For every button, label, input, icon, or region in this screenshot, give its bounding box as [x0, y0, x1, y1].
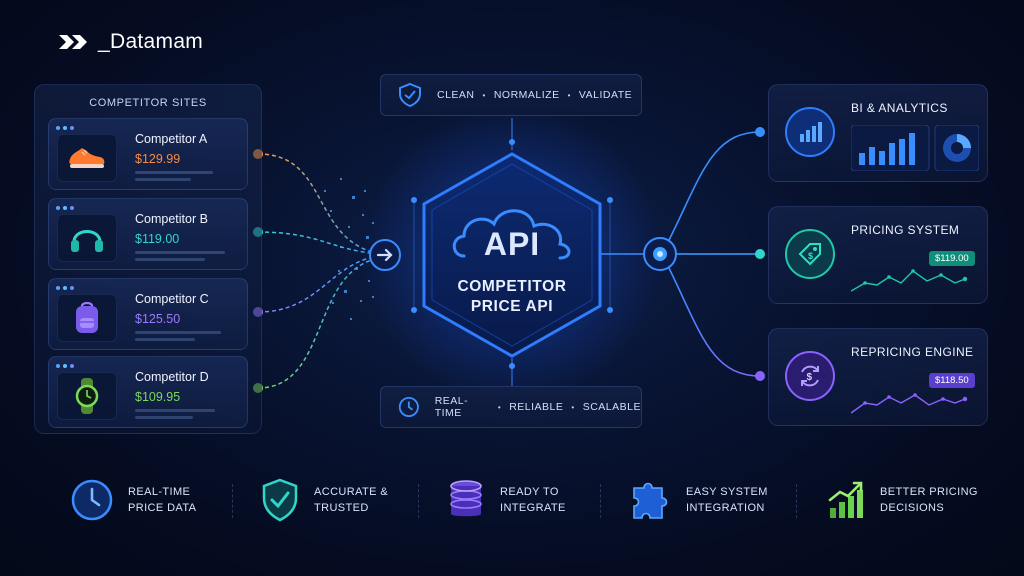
step-normalize: NORMALIZE	[493, 89, 560, 101]
repricing-icon: $	[785, 351, 835, 401]
svg-text:$: $	[808, 251, 813, 261]
feature-line2: DECISIONS	[880, 502, 945, 514]
clock-icon	[71, 479, 113, 521]
competitor-name: Competitor C	[135, 292, 209, 306]
current-price-badge: $119.00	[929, 251, 975, 266]
competitor-card-b[interactable]: Competitor B $119.00	[48, 198, 248, 270]
brand-name: _Datamam	[98, 30, 204, 53]
step-validate: VALIDATE	[578, 89, 633, 101]
feature-better-pricing-decisions: BETTER PRICING DECISIONS	[826, 478, 978, 522]
placeholder-lines	[135, 409, 225, 423]
competitor-name: Competitor B	[135, 212, 208, 226]
price-tag-icon: $	[785, 229, 835, 279]
separator: •	[571, 402, 575, 412]
link-competitor-a	[257, 153, 381, 255]
feature-line1: REAL-TIME	[128, 486, 191, 498]
feature-divider	[232, 484, 233, 518]
feature-line2: INTEGRATION	[686, 502, 765, 514]
output-title: REPRICING ENGINE	[851, 345, 974, 359]
feature-line1: READY TO	[500, 486, 559, 498]
hub-title-line1: COMPETITOR	[457, 278, 567, 295]
database-icon	[450, 480, 482, 517]
brand-logo[interactable]: _Datamam	[58, 30, 203, 54]
competitor-price: $129.99	[135, 152, 181, 166]
competitor-name: Competitor D	[135, 370, 209, 384]
feature-divider	[600, 484, 601, 518]
output-repricing-engine[interactable]: $ REPRICING ENGINE $118.50	[768, 328, 988, 426]
link-repricing-engine	[665, 261, 761, 377]
watch-icon	[57, 372, 117, 420]
double-chevron-icon	[59, 35, 87, 49]
feature-line2: INTEGRATE	[500, 502, 566, 514]
competitor-name: Competitor A	[135, 132, 208, 146]
hub-title-line2: PRICE API	[470, 298, 554, 315]
link-bi-analytics	[665, 131, 761, 247]
separator: •	[482, 90, 486, 100]
competitor-sites-title: COMPETITOR SITES	[89, 97, 207, 109]
shield-check-icon	[399, 82, 421, 108]
step-scalable: SCALABLE	[582, 401, 641, 413]
sneaker-icon	[57, 134, 117, 182]
feature-divider	[796, 484, 797, 518]
competitor-price: $125.50	[135, 312, 181, 326]
arrow-right-icon	[369, 239, 401, 271]
mini-dashboard	[851, 125, 979, 171]
separator: •	[497, 402, 502, 412]
feature-line2: PRICE DATA	[128, 502, 197, 514]
feature-accurate-trusted: ACCURATE & TRUSTED	[260, 478, 388, 522]
backpack-icon	[57, 294, 117, 342]
step-real-time: REAL-TIME	[434, 395, 469, 419]
processing-steps-top: CLEAN • NORMALIZE • VALIDATE	[380, 74, 642, 116]
feature-line2: TRUSTED	[314, 502, 369, 514]
step-clean: CLEAN	[437, 89, 475, 101]
competitor-price: $109.95	[135, 390, 181, 404]
clock-icon	[398, 396, 419, 418]
api-label: API	[483, 226, 541, 262]
processing-steps-bottom: REAL-TIME • RELIABLE • SCALABLE	[380, 386, 642, 428]
window-dots	[56, 206, 74, 210]
feature-easy-system-integration: EASY SYSTEM INTEGRATION	[630, 478, 768, 522]
headphones-icon	[57, 214, 117, 262]
output-title: BI & ANALYTICS	[851, 101, 948, 115]
window-dots	[56, 126, 74, 130]
puzzle-icon	[633, 482, 668, 519]
placeholder-lines	[135, 171, 225, 185]
window-dots	[56, 364, 74, 368]
cloud-icon	[452, 209, 571, 260]
feature-line1: ACCURATE &	[314, 486, 389, 498]
link-competitor-b	[257, 231, 381, 255]
feature-divider	[418, 484, 419, 518]
price-trend-line	[851, 269, 968, 292]
feature-line1: BETTER PRICING	[880, 486, 978, 498]
competitor-price: $119.00	[135, 232, 180, 246]
feature-ready-to-integrate: READY TO INTEGRATE	[446, 478, 566, 522]
window-dots	[56, 286, 74, 290]
placeholder-lines	[135, 251, 225, 265]
repricing-trend-line	[851, 393, 968, 414]
output-title: PRICING SYSTEM	[851, 223, 960, 237]
placeholder-lines	[135, 331, 225, 345]
competitor-card-a[interactable]: Competitor A $129.99	[48, 118, 248, 190]
separator: •	[567, 90, 571, 100]
link-competitor-c	[257, 255, 381, 313]
output-pricing-system[interactable]: $ PRICING SYSTEM $119.00	[768, 206, 988, 304]
feature-line1: EASY SYSTEM	[686, 486, 768, 498]
shield-check-icon	[262, 478, 298, 522]
svg-text:$: $	[807, 372, 813, 383]
current-price-badge: $118.50	[929, 373, 975, 388]
competitor-card-c[interactable]: Competitor C $125.50	[48, 278, 248, 350]
link-competitor-d	[257, 257, 381, 389]
growth-chart-icon	[828, 481, 863, 518]
output-bi-analytics[interactable]: BI & ANALYTICS	[768, 84, 988, 182]
competitor-card-d[interactable]: Competitor D $109.95	[48, 356, 248, 428]
analytics-icon	[785, 107, 835, 157]
distribution-node-icon	[643, 237, 677, 271]
feature-real-time-price-data: REAL-TIME PRICE DATA	[70, 478, 196, 522]
api-hub-hexagon	[422, 152, 602, 358]
step-reliable: RELIABLE	[509, 401, 564, 413]
